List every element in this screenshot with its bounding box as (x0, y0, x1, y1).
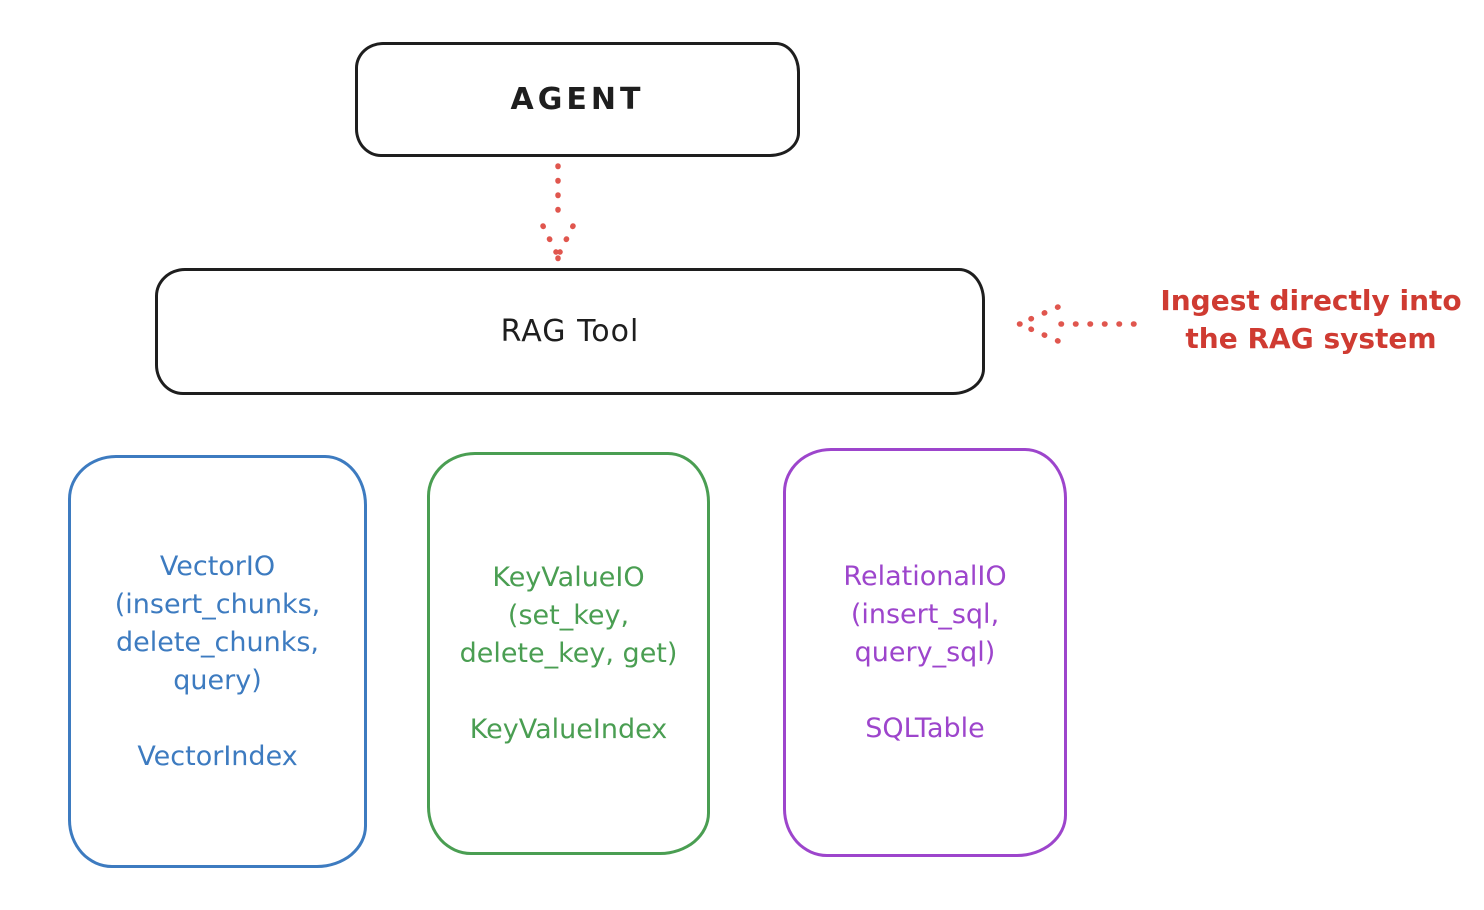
keyvalue-index-label: KeyValueIndex (469, 713, 668, 745)
vector-io-title: VectorIO (insert_chunks, delete_chunks, … (114, 550, 321, 696)
vector-io-box: VectorIO (insert_chunks, delete_chunks, … (68, 455, 367, 868)
sql-table-label: SQLTable (865, 712, 985, 744)
vector-index-label: VectorIndex (137, 740, 298, 772)
rag-tool-label: RAG Tool (500, 314, 640, 349)
keyvalue-io-box: KeyValueIO (set_key, delete_key, get) Ke… (427, 452, 710, 855)
rag-tool-box: RAG Tool (155, 268, 985, 395)
relational-io-title: RelationalIO (insert_sql, query_sql) (843, 560, 1007, 668)
arrow-ingest-icon (1016, 304, 1137, 344)
agent-label: AGENT (510, 82, 645, 117)
relational-io-box: RelationalIO (insert_sql, query_sql) SQL… (783, 448, 1067, 857)
agent-box: AGENT (355, 42, 800, 157)
arrow-agent-to-rag-icon (540, 163, 576, 262)
ingest-annotation: Ingest directly into the RAG system (1160, 284, 1462, 355)
keyvalue-io-title: KeyValueIO (set_key, delete_key, get) (459, 561, 678, 669)
